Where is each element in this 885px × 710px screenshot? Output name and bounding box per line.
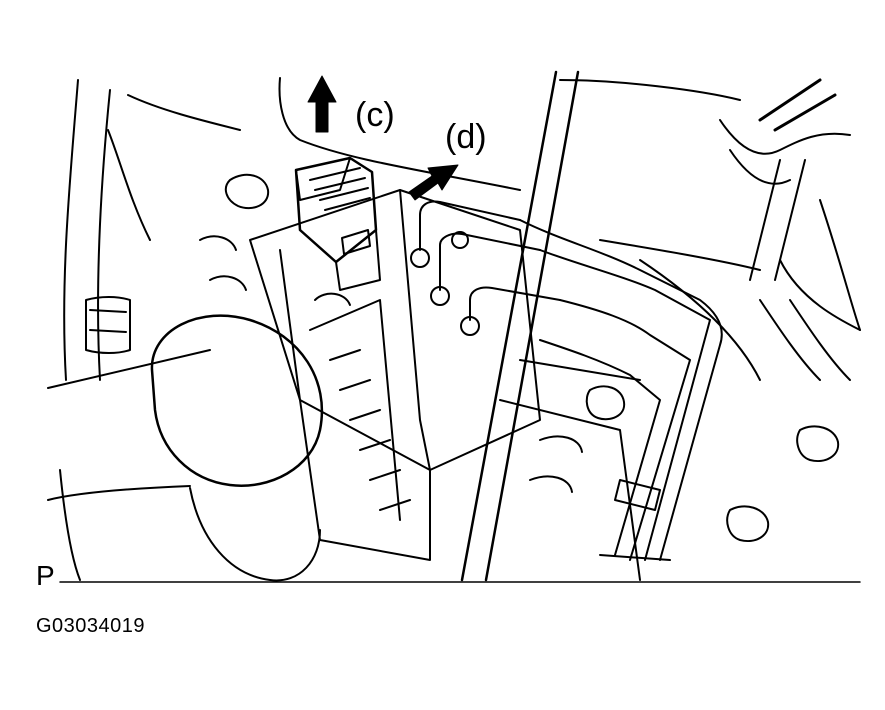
figure-id: G03034019 xyxy=(36,615,146,637)
callout-d-label: (d) xyxy=(445,118,487,156)
arrow-up-icon xyxy=(307,75,337,133)
reservoir-cap xyxy=(150,292,351,582)
hose-bundle xyxy=(719,78,851,542)
view-code: P xyxy=(36,560,55,591)
brake-lines xyxy=(410,200,723,561)
engine-bay-background xyxy=(47,77,861,581)
arrow-diagonal-icon xyxy=(408,164,459,201)
support-rod xyxy=(460,70,580,582)
actuator-connector xyxy=(294,156,381,291)
abs-actuator-body xyxy=(249,189,641,581)
callout-c-label: (c) xyxy=(355,96,395,134)
